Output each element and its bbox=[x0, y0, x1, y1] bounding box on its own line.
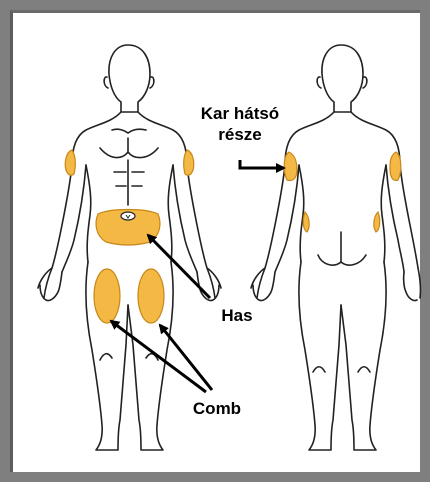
front-right-upper-arm-site bbox=[184, 150, 194, 175]
back-right-arm-site bbox=[390, 152, 401, 180]
right-thigh-site bbox=[138, 269, 164, 323]
back-right-hip-site bbox=[374, 212, 380, 232]
thigh-label: Comb bbox=[182, 398, 252, 419]
thigh-arrow-right bbox=[160, 325, 212, 390]
arm-arrow bbox=[240, 160, 284, 168]
back-left-arm-site bbox=[284, 152, 297, 181]
front-left-upper-arm-site bbox=[65, 150, 75, 175]
back-of-arm-label: Kar hátsó része bbox=[190, 103, 290, 145]
left-thigh-site bbox=[94, 269, 120, 323]
back-of-arm-label-line2: része bbox=[190, 124, 290, 145]
abdomen-label: Has bbox=[212, 305, 262, 326]
back-left-hip-site bbox=[303, 212, 309, 232]
back-of-arm-label-line1: Kar hátsó bbox=[190, 103, 290, 124]
